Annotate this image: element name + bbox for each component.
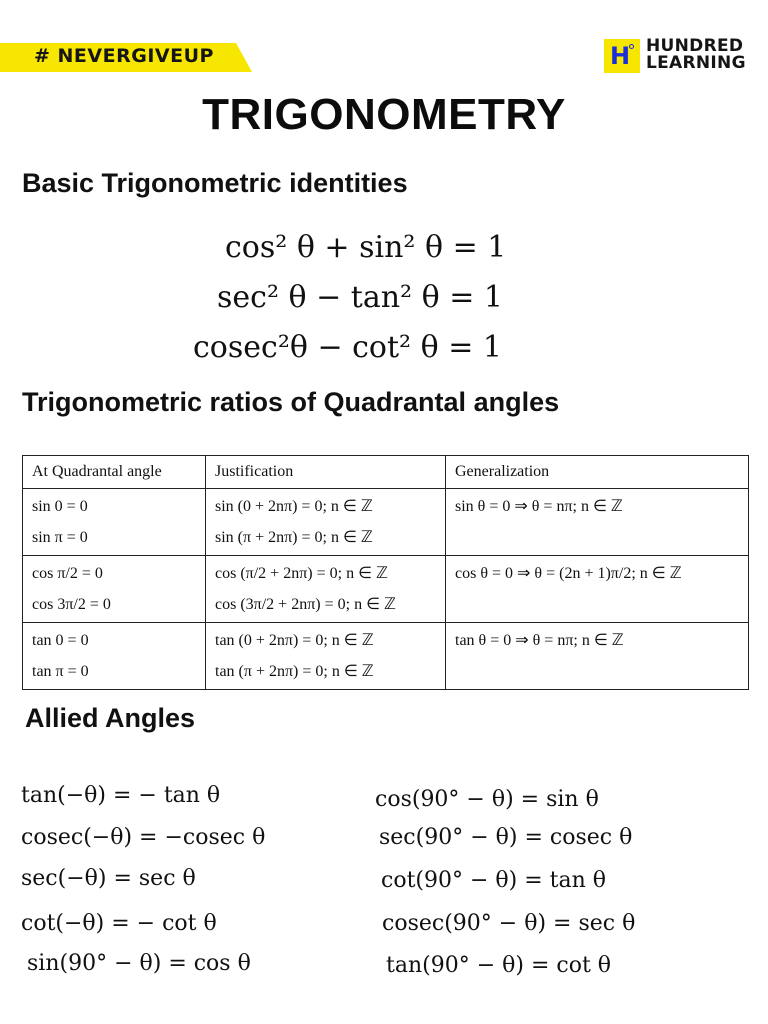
allied-formula: cot(−θ) = − cot θ (21, 911, 217, 936)
identity-pythagorean: cos² θ + sin² θ = 1 (225, 230, 507, 265)
table-row: cos π/2 = 0 cos 3π/2 = 0 cos (π/2 + 2nπ)… (22, 555, 749, 623)
generalization-cell: cos θ = 0 ⇒ θ = (2n + 1)π/2; n ∈ ℤ (445, 555, 749, 623)
allied-formula: tan(−θ) = − tan θ (21, 783, 221, 808)
allied-formula: tan(90° − θ) = cot θ (386, 953, 612, 978)
allied-formula: sec(−θ) = sec θ (21, 866, 196, 891)
angle-cell: tan 0 = 0 tan π = 0 (22, 622, 206, 690)
allied-formula: cot(90° − θ) = tan θ (381, 868, 607, 893)
quadrantal-heading: Trigonometric ratios of Quadrantal angle… (22, 387, 560, 417)
justification-cell: cos (π/2 + 2nπ) = 0; n ∈ ℤ cos (3π/2 + 2… (205, 555, 446, 623)
hashtag-text: # NEVERGIVEUP (34, 45, 214, 67)
brand-logo: H HUNDRED LEARNING (604, 38, 764, 76)
table-row: tan 0 = 0 tan π = 0 tan (0 + 2nπ) = 0; n… (22, 622, 749, 690)
identity-sec-tan: sec² θ − tan² θ = 1 (217, 280, 503, 315)
hashtag-banner: # NEVERGIVEUP (0, 43, 252, 72)
table-header-row: At Quadrantal angle Justification Genera… (22, 455, 749, 489)
allied-formula: cosec(−θ) = −cosec θ (21, 825, 266, 850)
justification-cell: sin (0 + 2nπ) = 0; n ∈ ℤ sin (π + 2nπ) =… (205, 488, 446, 556)
column-header: Justification (205, 455, 446, 489)
angle-cell: sin 0 = 0 sin π = 0 (22, 488, 206, 556)
generalization-cell: sin θ = 0 ⇒ θ = nπ; n ∈ ℤ (445, 488, 749, 556)
quadrantal-table: At Quadrantal angle Justification Genera… (22, 455, 749, 690)
angle-cell: cos π/2 = 0 cos 3π/2 = 0 (22, 555, 206, 623)
table-row: sin 0 = 0 sin π = 0 sin (0 + 2nπ) = 0; n… (22, 488, 749, 556)
page-title: TRIGONOMETRY (202, 90, 566, 139)
allied-formula: sec(90° − θ) = cosec θ (379, 825, 633, 850)
column-header: At Quadrantal angle (22, 455, 206, 489)
allied-formula: sin(90° − θ) = cos θ (27, 951, 251, 976)
basic-identities-heading: Basic Trigonometric identities (22, 168, 408, 198)
identity-cosec-cot: cosec²θ − cot² θ = 1 (193, 330, 502, 365)
justification-cell: tan (0 + 2nπ) = 0; n ∈ ℤ tan (π + 2nπ) =… (205, 622, 446, 690)
generalization-cell: tan θ = 0 ⇒ θ = nπ; n ∈ ℤ (445, 622, 749, 690)
logo-wordmark: HUNDRED LEARNING (646, 36, 746, 73)
column-header: Generalization (445, 455, 749, 489)
allied-formula: cosec(90° − θ) = sec θ (382, 911, 636, 936)
allied-formula: cos(90° − θ) = sin θ (375, 787, 599, 812)
logo-h-icon: H (604, 39, 640, 73)
allied-angles-heading: Allied Angles (25, 703, 196, 733)
